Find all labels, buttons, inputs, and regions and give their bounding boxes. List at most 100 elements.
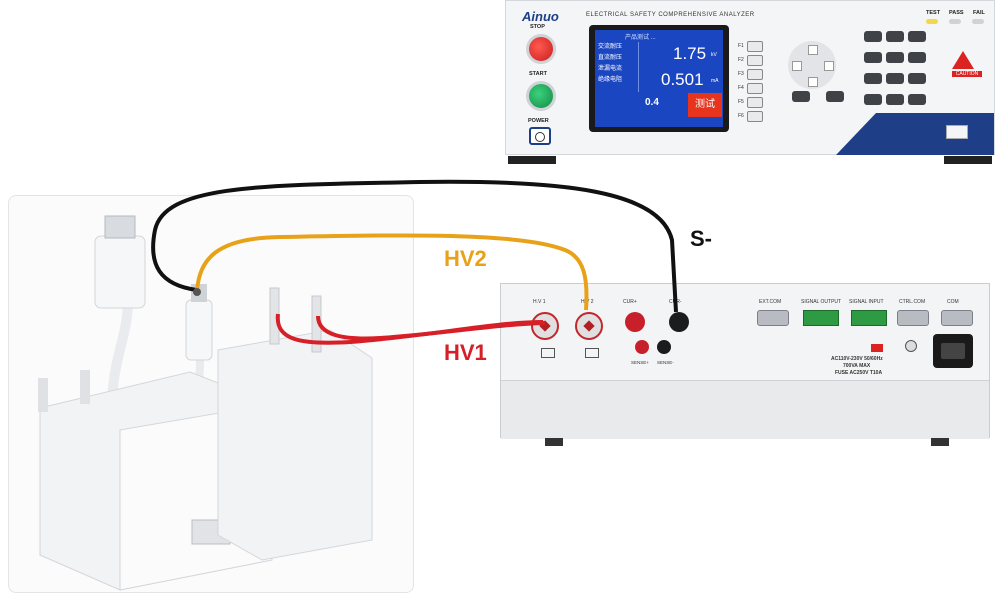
- navy-swoosh: [836, 113, 994, 155]
- ctrl-com-port[interactable]: [897, 310, 929, 326]
- rear-foot-right: [931, 438, 949, 446]
- cur-plus-terminal[interactable]: [625, 312, 645, 332]
- lcd-menu-item: 绝缘电阻: [598, 77, 623, 83]
- f-key-row: F3: [738, 67, 778, 81]
- f4-key[interactable]: [746, 82, 763, 94]
- lcd-menu-item: 交流耐压: [598, 44, 623, 50]
- f5-key[interactable]: [746, 96, 763, 108]
- indicator-test-label: TEST: [926, 10, 941, 16]
- keypad-key[interactable]: [908, 52, 926, 63]
- f-key-row: F4: [738, 81, 778, 95]
- com-label: COM: [947, 299, 959, 305]
- keypad-key[interactable]: [908, 94, 926, 105]
- lcd-test-button[interactable]: 测试: [688, 93, 722, 117]
- keypad-key[interactable]: [908, 31, 926, 42]
- start-label: START: [529, 71, 547, 77]
- sense-minus-terminal[interactable]: [657, 340, 671, 354]
- hv2-callout: HV2: [444, 246, 487, 271]
- power-icon: [535, 132, 545, 142]
- reading-third: 0.4: [645, 97, 659, 108]
- s-minus-wire: [151, 179, 678, 313]
- hv-warning-icon: [541, 348, 555, 358]
- nav-down-icon[interactable]: [808, 77, 818, 87]
- f-key-row: F1: [738, 39, 778, 53]
- f-key-label: F5: [738, 99, 744, 105]
- rear-foot-left: [545, 438, 563, 446]
- f3-key[interactable]: [746, 68, 763, 80]
- f-key-column: F1 F2 F3 F4 F5 F6: [738, 39, 778, 123]
- keypad-key[interactable]: [886, 94, 904, 105]
- hv1-wire-2: [316, 315, 546, 341]
- indicator-pass-label: PASS: [949, 10, 964, 16]
- start-button[interactable]: [526, 81, 556, 111]
- signal-output-terminal[interactable]: [803, 310, 839, 326]
- charger-back-icon: [217, 329, 373, 561]
- f-key-row: F6: [738, 109, 778, 123]
- ext-com-label: EXT.COM: [759, 299, 782, 305]
- hv-warning-icon: [585, 348, 599, 358]
- com-port[interactable]: [941, 310, 973, 326]
- indicator-fail-lamp: [972, 19, 984, 24]
- analyzer-rear-panel: H.V 1 H.V 2 CUR+ CUR- SENSE+ SENSE- EXT.…: [500, 283, 990, 446]
- lcd-menu: 交流耐压 直流耐压 泄漏电流 绝缘电阻: [598, 42, 639, 92]
- exit-key[interactable]: [792, 91, 810, 102]
- hv2-jack[interactable]: [575, 312, 603, 340]
- usb-a-metal-icon: [104, 215, 136, 239]
- lcd-menu-item: 直流耐压: [598, 55, 623, 61]
- reading-current-unit: mA: [711, 78, 719, 84]
- keypad-key[interactable]: [864, 73, 882, 84]
- brand-logo: Ainuo: [522, 9, 559, 24]
- power-label: POWER: [528, 118, 549, 124]
- sense-plus-terminal[interactable]: [635, 340, 649, 354]
- hv1-jack[interactable]: [531, 312, 559, 340]
- indicator-pass-lamp: [949, 19, 961, 24]
- power-switch[interactable]: [529, 127, 551, 145]
- plug-prong-icon: [38, 378, 48, 412]
- signal-output-label: SIGNAL OUTPUT: [801, 299, 842, 305]
- power-inlet-icon: [933, 334, 973, 368]
- stop-label: STOP: [530, 24, 545, 30]
- wire-clip-icon: [193, 288, 201, 296]
- model-title: ELECTRICAL SAFETY COMPREHENSIVE ANALYZER: [586, 12, 755, 18]
- keypad-key[interactable]: [886, 73, 904, 84]
- nav-pad[interactable]: [788, 41, 836, 89]
- cur-minus-terminal[interactable]: [669, 312, 689, 332]
- signal-input-label: SIGNAL INPUT: [849, 299, 884, 305]
- nav-up-icon[interactable]: [808, 45, 818, 55]
- f6-key[interactable]: [746, 110, 763, 122]
- keypad-key[interactable]: [886, 52, 904, 63]
- signal-input-terminal[interactable]: [851, 310, 887, 326]
- hv2-wire: [195, 233, 589, 311]
- plug-prong-icon: [80, 370, 90, 404]
- ext-com-port[interactable]: [757, 310, 789, 326]
- nav-right-icon[interactable]: [824, 61, 834, 71]
- keypad-key[interactable]: [864, 94, 882, 105]
- stop-button[interactable]: [526, 34, 556, 64]
- keypad-key[interactable]: [908, 73, 926, 84]
- ctrl-com-label: CTRL.COM: [899, 299, 926, 305]
- reading-current: 0.501: [661, 70, 704, 89]
- keypad-key[interactable]: [886, 31, 904, 42]
- front-foot-right: [944, 156, 992, 164]
- s-minus-callout: S-: [690, 226, 712, 251]
- indicator-fail-label: FAIL: [973, 10, 985, 16]
- f-key-label: F3: [738, 71, 744, 77]
- enter-key[interactable]: [826, 91, 844, 102]
- reading-voltage: 1.75: [673, 44, 707, 63]
- f1-key[interactable]: [746, 40, 763, 52]
- lcd-screen: 产品测试 ... 交流耐压 直流耐压 泄漏电流 绝缘电阻 1.75 kV 0.5…: [595, 30, 723, 127]
- nav-left-icon[interactable]: [792, 61, 802, 71]
- analyzer-front-panel: Ainuo ELECTRICAL SAFETY COMPREHENSIVE AN…: [505, 0, 995, 164]
- cur-plus-label: CUR+: [623, 299, 637, 305]
- f2-key[interactable]: [746, 54, 763, 66]
- keypad-key[interactable]: [864, 31, 882, 42]
- f-key-label: F6: [738, 113, 744, 119]
- caution-warning-icon: [952, 51, 974, 69]
- f-key-label: F1: [738, 43, 744, 49]
- reading-voltage-unit: kV: [711, 52, 717, 58]
- keypad-key[interactable]: [864, 52, 882, 63]
- indicator-test-lamp: [926, 19, 938, 24]
- sense-plus-label: SENSE+: [631, 360, 649, 365]
